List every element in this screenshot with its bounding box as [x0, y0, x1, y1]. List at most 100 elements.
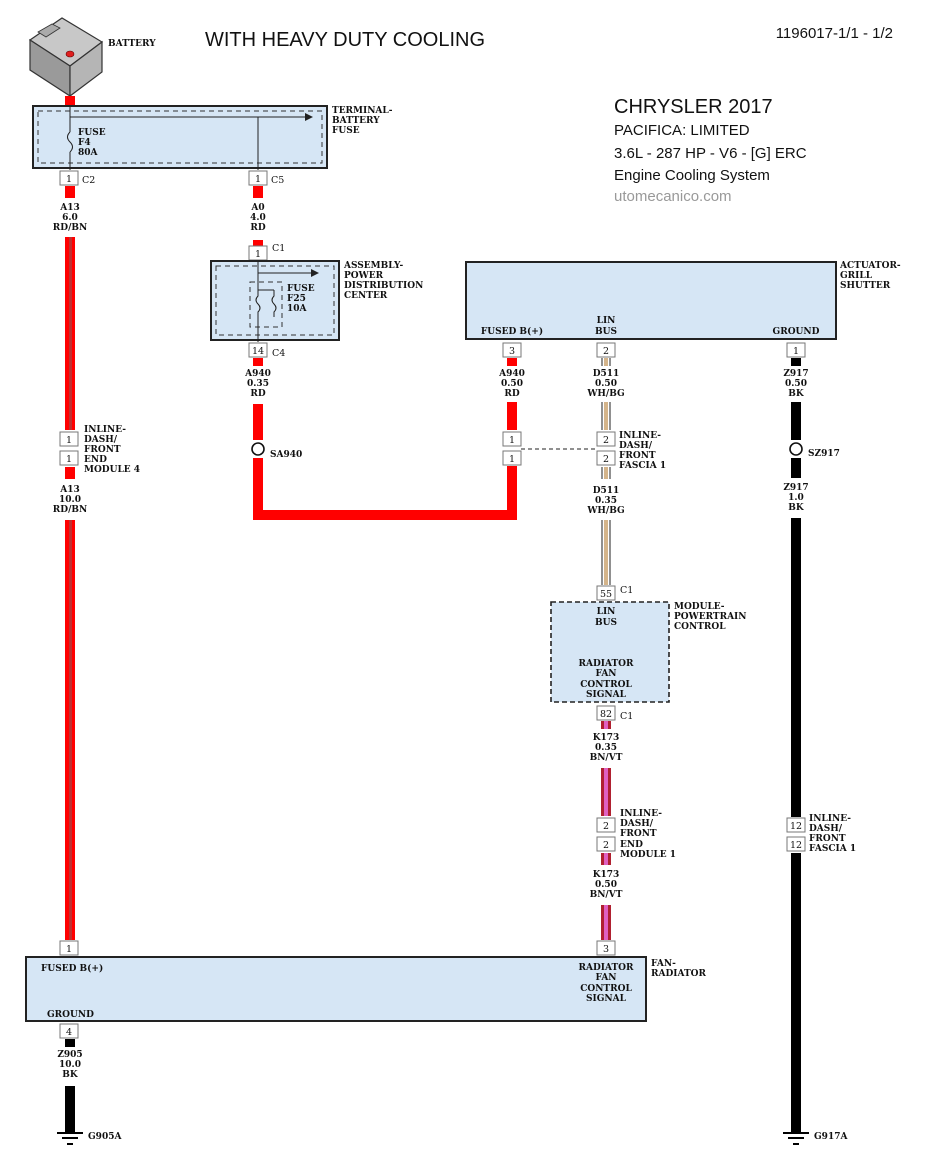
terminal-battery-fuse-inner: [37, 110, 323, 164]
wire-label: WH/BG: [586, 506, 624, 516]
wire-label: RD: [250, 389, 265, 399]
pin-function-label: FUSED B(+): [41, 963, 103, 974]
splice-sa940-icon[interactable]: [251, 442, 265, 456]
wire-k173-segment[interactable]: [601, 768, 611, 816]
arrow-icon: [305, 113, 313, 121]
wire-label: 1.0: [788, 493, 804, 503]
pin-number: 82: [600, 709, 612, 720]
wire-a940-stub[interactable]: [253, 358, 263, 366]
pin-number: 1: [66, 454, 72, 465]
connector-shutter-pin2[interactable]: [596, 342, 616, 358]
pin-function-label: CONTROL: [580, 680, 632, 690]
wire-label: A13: [59, 203, 80, 213]
fan-radiator-box[interactable]: [25, 956, 647, 1022]
wire-label: 0.50: [501, 379, 523, 389]
inline-connector-label: DASH/: [619, 441, 653, 451]
wire-label: 0.35: [595, 743, 617, 753]
pin-number: 3: [509, 346, 515, 357]
connector-pcm-c1-55[interactable]: [596, 585, 616, 601]
pin-number: 1: [66, 174, 72, 185]
pin-number: 2: [603, 840, 609, 851]
fuse-icon: [255, 290, 261, 317]
wire-z917-ground[interactable]: [791, 853, 801, 1133]
wire-k173-upper[interactable]: [601, 721, 611, 729]
inline-connector-ff1b-bottom[interactable]: [786, 836, 806, 852]
fuse-f25-name: FUSE: [287, 284, 315, 294]
wire-label: BN/VT: [590, 753, 623, 763]
fuse-f25-id: F25: [287, 294, 306, 304]
wire-stripe: [69, 237, 72, 430]
pin-number: 1: [255, 249, 261, 260]
inline-connector-fem1-bottom[interactable]: [596, 836, 616, 852]
wire-label: BK: [788, 503, 805, 513]
connector-shutter-pin1[interactable]: [786, 342, 806, 358]
inline-connector-label: FRONT: [84, 445, 121, 455]
wire-d511-segment[interactable]: [601, 402, 611, 430]
wire-z905-stub[interactable]: [65, 1039, 75, 1047]
wire-z917-stub[interactable]: [791, 358, 801, 366]
connector-pdc-c4[interactable]: [248, 342, 268, 358]
wire-label: 10.0: [59, 495, 81, 505]
splice-sz917-icon[interactable]: [789, 442, 803, 456]
connector-shutter-pin3[interactable]: [502, 342, 522, 358]
wire-z917-upper[interactable]: [791, 402, 801, 440]
inline-connector-fem4-top[interactable]: [59, 431, 79, 447]
wire-k173-mid[interactable]: [601, 853, 611, 865]
inline-connector-ff1-left-bottom[interactable]: [502, 450, 522, 466]
pdc-inner: [215, 265, 335, 336]
inline-connector-label: DASH/: [84, 435, 118, 445]
inline-connector-ff1-right-bottom[interactable]: [596, 450, 616, 466]
terminal-battery-fuse-label-3: FUSE: [332, 126, 360, 136]
wire-label: 0.35: [247, 379, 269, 389]
powertrain-control-module-box[interactable]: [550, 601, 670, 703]
inline-connector-fem1-top[interactable]: [596, 817, 616, 833]
wire-battery-feed: [65, 96, 75, 106]
pin-function-label: SIGNAL: [586, 994, 627, 1004]
pdc-label: CENTER: [344, 291, 388, 301]
connector-fan-pin1[interactable]: [59, 940, 79, 956]
inline-connector-fem4-bottom[interactable]: [59, 450, 79, 466]
inline-connector-ff1-right-top[interactable]: [596, 431, 616, 447]
fuse-f4-name: FUSE: [78, 128, 106, 138]
wire-a13[interactable]: [65, 186, 75, 198]
vehicle-engine: 3.6L - 287 HP - V6 - [G] ERC: [614, 145, 807, 162]
pin-function-label: LIN: [597, 607, 616, 617]
inline-connector-label: INLINE-: [620, 809, 662, 819]
connector-c2[interactable]: [59, 170, 79, 186]
inline-connector-label: FRONT: [809, 834, 846, 844]
connector-fan-pin4[interactable]: [59, 1023, 79, 1039]
wire-a13-lower-stub[interactable]: [65, 467, 75, 479]
pin-number: 1: [255, 174, 261, 185]
connector-pcm-c1-82[interactable]: [596, 705, 616, 721]
wire-z905[interactable]: [65, 1086, 75, 1133]
wire-d511-upper[interactable]: [601, 358, 611, 366]
wire-d511-lower[interactable]: [601, 520, 611, 585]
pin-function-label: LIN: [597, 316, 616, 326]
wire-label: K173: [593, 870, 620, 880]
inline-connector-ff1b-top[interactable]: [786, 817, 806, 833]
vehicle-make-year: CHRYSLER 2017: [614, 96, 773, 118]
grill-shutter-label: GRILL: [840, 271, 873, 281]
wire-label: 10.0: [59, 1060, 81, 1070]
wire-label: 0.50: [595, 880, 617, 890]
inline-connector-ff1-left-top[interactable]: [502, 431, 522, 447]
pin-function-label: BUS: [595, 327, 617, 337]
wire-z917-mid[interactable]: [791, 458, 801, 478]
wire-a940-loop[interactable]: [253, 404, 517, 520]
system-name: Engine Cooling System: [614, 167, 770, 184]
fuse-f4-id: F4: [78, 138, 91, 148]
pcm-label: MODULE-: [674, 602, 725, 612]
terminal-battery-fuse-box[interactable]: [32, 105, 328, 169]
wire-d511-mid[interactable]: [601, 467, 611, 479]
wire-a0[interactable]: [253, 186, 263, 198]
connector-fan-pin3[interactable]: [596, 940, 616, 956]
actuator-grill-shutter-box[interactable]: [465, 261, 837, 340]
connector-c5[interactable]: [248, 170, 268, 186]
wire-a940-shutter-stub[interactable]: [507, 358, 517, 366]
wire-k173-lower[interactable]: [601, 905, 611, 940]
wire-a0-stub[interactable]: [253, 240, 263, 246]
wire-label: A940: [244, 369, 271, 379]
wire-z917-lower[interactable]: [791, 518, 801, 817]
pin-number: 2: [603, 454, 609, 465]
